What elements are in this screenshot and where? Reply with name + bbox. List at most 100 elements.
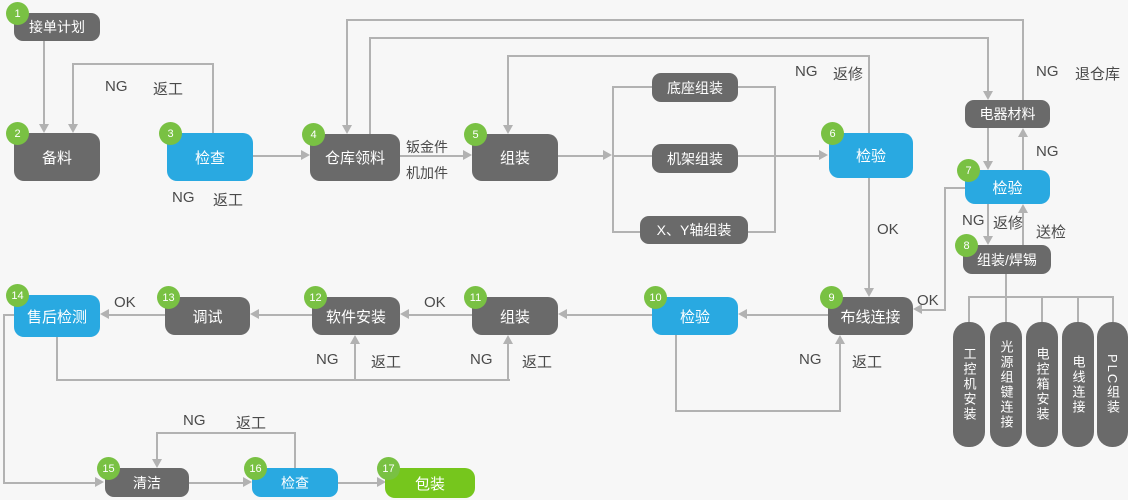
node-sub-frame-assembly: 机架组装 (652, 144, 738, 173)
label-check3-ng: NG (172, 189, 195, 206)
node-label: 电控箱安装 (1034, 347, 1050, 422)
label-wiring-action: 返工 (852, 354, 883, 371)
node-sub-base-assembly: 底座组装 (652, 73, 738, 102)
edge-check3-to-warehouse-arrow (301, 150, 310, 160)
node-label: 组装 (499, 308, 530, 326)
edge-solder-submit-line (1022, 213, 1024, 245)
step-badge: 14 (6, 284, 29, 307)
step-badge: 6 (821, 122, 844, 145)
node-17-packing: 17 包装 (377, 457, 475, 498)
edge-materials-to-inspect7-arrow (983, 161, 993, 170)
edge-aftersales-to-clean-line (3, 314, 14, 316)
label-machined-parts: 机加件 (406, 165, 448, 181)
edge-warehouse-to-materials-line (369, 37, 371, 134)
label-assy11-ok: OK (424, 294, 446, 311)
edge-warehouse-to-assy-arrow (463, 150, 472, 160)
edge-check16-to-packing-arrow (377, 477, 386, 487)
edge-wiring-to-inspect10-arrow (738, 309, 747, 319)
node-label: 检查 (194, 149, 225, 167)
edge-order-to-prep-line (43, 40, 45, 126)
edge-inspect7-ng-up-arrow (1018, 128, 1028, 137)
label-prep-loop-action: 返工 (153, 81, 184, 98)
label-submit-inspection: 送检 (1036, 224, 1067, 241)
edge-warehouse-to-materials-arrow (983, 91, 993, 100)
edge-inspect7-ok-line (944, 187, 965, 189)
edge-inspect7-ok-arrow (913, 304, 922, 314)
label-clean-loop-ng: NG (183, 412, 206, 429)
node-label: 布线连接 (840, 308, 901, 326)
step-badge: 1 (6, 2, 29, 25)
edge-check3-to-warehouse-line (253, 155, 302, 157)
node-label: 机架组装 (667, 150, 723, 167)
node-label: 清洁 (133, 474, 161, 491)
edge-check16-loop-arrow (152, 459, 162, 468)
edge-check16-loop-line (294, 432, 296, 468)
node-label: 电器材料 (979, 106, 1036, 122)
node-label: 调试 (192, 308, 223, 326)
edge-inspect7-to-solder-arrow (983, 236, 993, 245)
edge-check3-loop-line (72, 65, 74, 124)
node-11-assembly: 11 组装 (464, 286, 558, 335)
step-badge: 16 (244, 457, 267, 480)
node-15-cleaning: 15 清洁 (97, 457, 189, 497)
label-inspect7-action: 返修 (993, 215, 1024, 232)
edge-check3-loop-line (212, 63, 214, 133)
edge-clean-to-check16-line (189, 482, 244, 484)
step-badge: 13 (157, 286, 180, 309)
node-label: PLC组装 (1105, 353, 1120, 416)
label-check3-action: 返工 (213, 192, 244, 209)
edge-subs-bracket-left (612, 86, 652, 88)
edge-inspect7-to-solder-line (987, 204, 989, 237)
edge-aftersales-ng-line (56, 337, 58, 381)
step-badge: 9 (820, 286, 843, 309)
edge-clean-to-check16-arrow (243, 477, 252, 487)
step-badge: 10 (644, 286, 667, 309)
node-8-assembly-solder: 8 组装/焊锡 (955, 234, 1051, 274)
edge-inspect7-ok-line (944, 187, 946, 311)
edge-assy11-ok-arrow (400, 309, 409, 319)
edge-install-stub (1041, 298, 1043, 322)
edge-ng-to-software-arrow (350, 335, 360, 344)
step-badge: 4 (302, 123, 325, 146)
edge-wiring-to-inspect10-line (747, 314, 828, 316)
edge-check3-loop-line (72, 63, 214, 65)
node-label: 售后检测 (26, 308, 87, 326)
edge-return-warehouse-arrow (342, 125, 352, 134)
edge-inspect6-ok-arrow (864, 288, 874, 297)
edge-inspect7-ok-line (922, 309, 944, 311)
label-software-action: 返工 (371, 354, 402, 371)
node-5-assembly: 5 组装 (464, 123, 558, 181)
edge-assy11-ok-line (409, 314, 472, 316)
label-return-wh-action: 退仓库 (1075, 66, 1121, 83)
step-badge: 15 (97, 457, 120, 480)
edge-aftersales-ng-line (507, 344, 509, 381)
node-label: 组装 (499, 150, 530, 167)
node-plc-assembly: PLC组装 (1097, 322, 1128, 447)
node-label: 组装/焊锡 (977, 251, 1037, 268)
step-badge: 3 (159, 122, 182, 145)
edge-software-to-debug-arrow (250, 309, 259, 319)
label-return-wh-ng: NG (1036, 63, 1059, 80)
edge-warehouse-to-materials-line (369, 37, 989, 39)
edge-assy5-to-subs-line (558, 155, 604, 157)
node-label: 检验 (992, 179, 1023, 197)
edge-inspect10-rework-line (839, 344, 841, 412)
node-label: 底座组装 (667, 79, 723, 96)
label-sheet-metal: 钣金件 (406, 139, 448, 155)
node-label: 工控机安装 (961, 347, 977, 422)
edge-debug-ok-line (109, 314, 165, 316)
edge-aftersales-to-clean-arrow (95, 477, 104, 487)
edge-inspect10-to-assy11-line (567, 314, 652, 316)
node-4-warehouse-pick: 4 仓库领料 (302, 123, 400, 181)
label-assy11-ng: NG (470, 351, 493, 368)
step-badge: 2 (6, 122, 29, 145)
edge-subs-to-inspect6-line (774, 155, 820, 157)
edge-inspect6-rework-line (507, 55, 870, 57)
node-light-source-connect: 光源组键连接 (990, 322, 1022, 447)
edge-inspect6-ok-line (868, 178, 870, 288)
node-label: 包装 (414, 475, 445, 493)
label-assy-rework-action: 返修 (833, 66, 864, 83)
node-control-box-install: 电控箱安装 (1026, 322, 1058, 447)
label-inspect7-up-ng: NG (1036, 143, 1059, 160)
